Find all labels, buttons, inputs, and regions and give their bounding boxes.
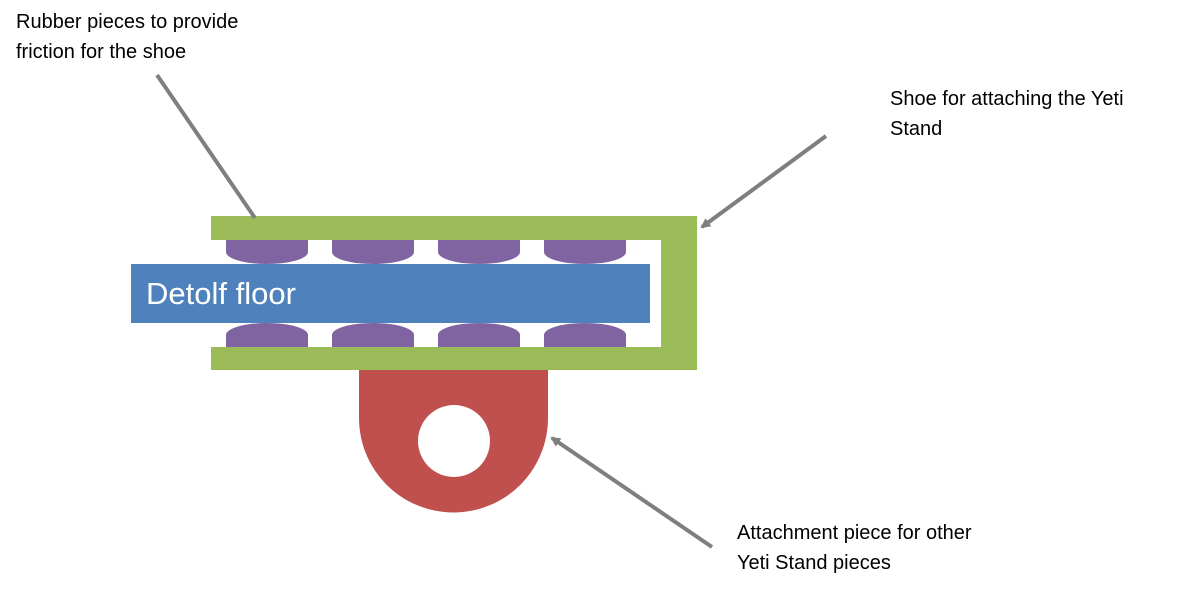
rubber-piece — [438, 323, 520, 347]
rubber-pieces-label-line1: Rubber pieces to provide — [16, 11, 239, 33]
rubber-piece — [226, 323, 308, 347]
detolf-floor-label: Detolf floor — [146, 276, 296, 311]
rubber-piece — [544, 323, 626, 347]
attachment-label: Attachment piece for other Yeti Stand pi… — [737, 518, 972, 578]
rubber-piece — [226, 240, 308, 264]
attachment-label-line2: Yeti Stand pieces — [737, 552, 891, 574]
rubber-pieces-bottom — [226, 323, 626, 347]
shoe-label: Shoe for attaching the Yeti Stand — [890, 84, 1124, 144]
rubber-pieces-label: Rubber pieces to provide friction for th… — [16, 7, 238, 67]
attachment-label-line1: Attachment piece for other — [737, 522, 972, 544]
rubber-callout-line — [155, 73, 257, 220]
rubber-pieces-top — [226, 240, 626, 264]
rubber-piece — [332, 240, 414, 264]
shoe-label-line1: Shoe for attaching the Yeti — [890, 88, 1124, 110]
rubber-piece — [438, 240, 520, 264]
rubber-piece — [332, 323, 414, 347]
shoe — [211, 216, 697, 370]
attachment-callout-arrow — [550, 436, 714, 549]
shoe-callout-arrow — [700, 134, 828, 229]
rubber-pieces-label-line2: friction for the shoe — [16, 41, 187, 63]
rubber-piece — [544, 240, 626, 264]
attachment-hole — [418, 405, 490, 477]
shoe-label-line2: Stand — [890, 118, 943, 140]
detolf-floor — [131, 264, 650, 323]
